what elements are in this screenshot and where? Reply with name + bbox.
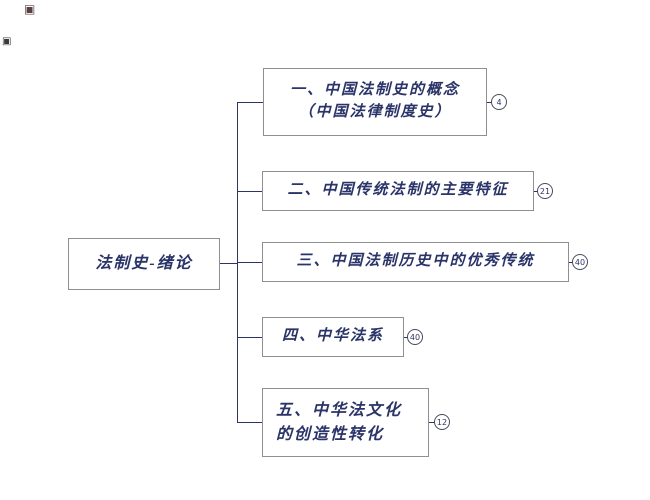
branch-node-4-label: 四、中华法系 <box>281 328 384 345</box>
connector-badge-line <box>487 102 493 103</box>
connector-branch-line <box>237 191 262 192</box>
connector-badge-line <box>404 337 409 338</box>
branch-1-count-badge[interactable]: 4 <box>491 94 507 110</box>
branch-node-1[interactable]: 一、中国法制史的概念 （中国法律制度史） <box>263 68 487 136</box>
branch-node-3[interactable]: 三、中国法制历史中的优秀传统 <box>262 242 569 282</box>
branch-node-5-label-line1: 五、中华法文化 <box>276 402 403 420</box>
branch-node-5-label-line2: 的创造性转化 <box>276 425 385 443</box>
branch-node-4[interactable]: 四、中华法系 <box>262 317 404 357</box>
root-node[interactable]: 法制史-绪论 <box>68 238 220 290</box>
branch-node-1-label-line1: 一、中国法制史的概念 <box>289 82 460 99</box>
connector-branch-line <box>237 262 262 263</box>
connector-branch-line <box>237 102 263 103</box>
branch-node-1-label-line2: （中国法律制度史） <box>298 104 452 120</box>
branch-2-count-badge[interactable]: 21 <box>537 183 553 199</box>
connector-badge-line <box>534 191 539 192</box>
branch-node-5[interactable]: 五、中华法文化 的创造性转化 <box>262 388 429 457</box>
branch-node-3-label: 三、中国法制历史中的优秀传统 <box>296 253 535 270</box>
connector-badge-line <box>569 262 574 263</box>
branch-4-count-badge[interactable]: 40 <box>407 329 423 345</box>
connector-branch-line <box>237 337 262 338</box>
branch-5-count-badge[interactable]: 12 <box>434 414 450 430</box>
root-node-label: 法制史-绪论 <box>95 255 193 273</box>
branch-node-2-label: 二、中国传统法制的主要特征 <box>287 182 509 199</box>
corner-mark-icon: ▣ <box>2 36 12 47</box>
connector-branch-line <box>237 422 262 423</box>
corner-mark-icon: ▣ <box>24 2 36 16</box>
connector-badge-line <box>429 422 435 423</box>
branch-3-count-badge[interactable]: 40 <box>572 254 588 270</box>
branch-node-2[interactable]: 二、中国传统法制的主要特征 <box>262 171 534 211</box>
connector-root-line <box>220 263 238 264</box>
